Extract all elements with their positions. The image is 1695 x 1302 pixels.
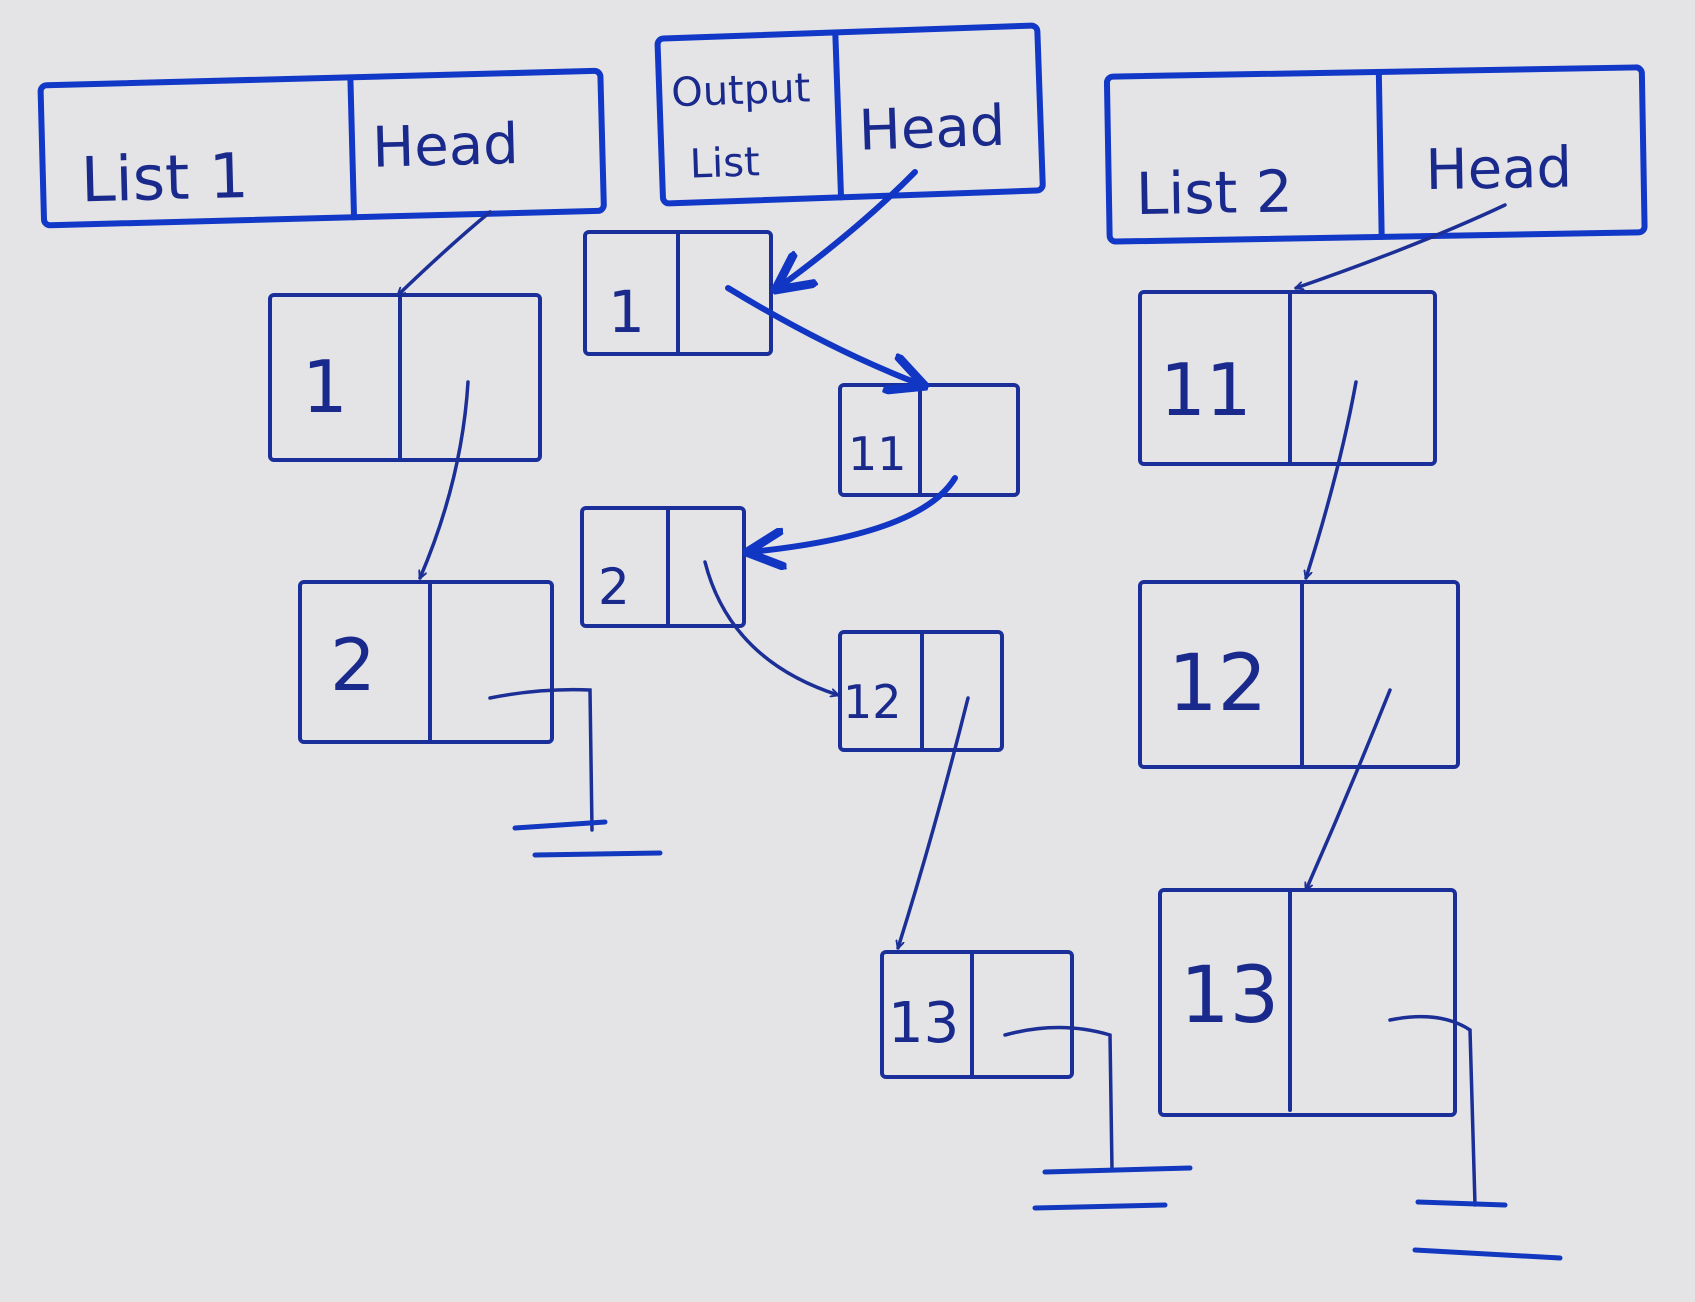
list2-node-13: 13 [1158,888,1457,1117]
list2-next-pointer-1 [1306,380,1358,578]
output-next-pointer-3 [703,560,838,695]
output-node-11: 11 [838,383,1020,497]
node-value: 12 [843,675,902,729]
output-null-terminator [1003,1025,1193,1211]
list1-node-2: 2 [298,580,554,744]
list2-node-11: 11 [1138,290,1437,466]
list1-head-label: Head [371,112,519,181]
node-value: 1 [302,345,348,429]
output-next-pointer-1 [725,285,922,385]
node-value: 11 [1160,348,1252,432]
node-value: 11 [848,427,907,481]
list2-label: List 2 [1135,157,1293,228]
node-value: 2 [330,623,376,707]
output-node-2: 2 [580,506,746,628]
output-head-label: Head [858,94,1007,164]
list1-next-pointer-1 [418,380,470,578]
output-head-pointer [778,169,918,288]
list1-null-terminator [488,687,663,858]
list2-node-12: 12 [1138,580,1460,769]
output-label-line2: List [689,139,760,187]
output-label-line1: Output [671,65,811,116]
output-node-1: 1 [583,230,773,356]
node-value: 12 [1168,639,1267,729]
list2-head-label: Head [1425,136,1573,204]
output-next-pointer-2 [750,475,958,552]
node-value: 2 [598,558,630,616]
node-value: 13 [1180,951,1279,1041]
list2-header: List 2 Head [1103,64,1648,245]
node-value: 1 [608,278,645,346]
list1-header: List 1 Head [37,67,607,229]
output-next-pointer-4 [898,696,970,948]
list2-null-terminator [1388,1014,1563,1261]
output-list-header: Output List Head [654,22,1046,207]
list1-node-1: 1 [268,293,542,462]
list2-next-pointer-2 [1304,688,1392,890]
list1-label: List 1 [80,139,249,216]
output-node-13: 13 [880,950,1074,1079]
output-node-12: 12 [838,630,1004,752]
list1-head-pointer [398,210,492,295]
list2-head-pointer [1296,203,1507,288]
node-value: 13 [888,991,959,1056]
